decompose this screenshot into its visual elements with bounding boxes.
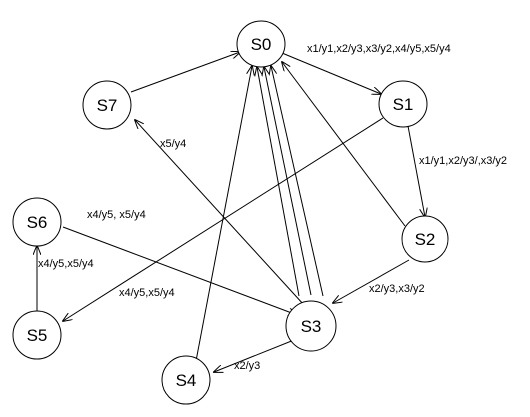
node-s3: S3: [285, 300, 337, 352]
edge-label-s6-s3: x4/y5, x5/y4: [87, 209, 146, 221]
edge-label-s1-s5: x4/y5,x5/y4: [119, 287, 175, 299]
edge-s3-s0-c: [271, 66, 324, 297]
nodes: S0 S1 S2 S3 S4 S5 S6 S7: [12, 20, 449, 405]
node-label-s2: S2: [415, 230, 436, 249]
edge-s2-s0: [282, 62, 406, 227]
node-label-s6: S6: [27, 213, 48, 232]
node-label-s7: S7: [97, 96, 118, 115]
edge-s0-s1: [281, 52, 381, 94]
edge-s3-s7: [135, 120, 305, 306]
node-label-s1: S1: [393, 95, 414, 114]
node-s1: S1: [378, 80, 428, 128]
edges: [37, 52, 425, 372]
edge-s2-s3: [333, 259, 410, 303]
edge-s1-s2: [407, 125, 425, 217]
edge-s3-s4: [214, 337, 300, 372]
edge-label-s0-s1: x1/y1,x2/y3,x3/y2,x4/y5,x5/y4: [307, 43, 451, 55]
edge-s3-s0-b: [264, 67, 312, 296]
edge-s4-s0: [195, 66, 252, 362]
node-s4: S4: [161, 355, 211, 405]
node-s5: S5: [12, 310, 62, 360]
edge-label-s1-s2: x1/y1,x2/y3/,x3/y2: [419, 155, 507, 167]
node-label-s3: S3: [301, 317, 322, 336]
edge-label-s5-s6: x4/y5,x5/y4: [38, 258, 94, 270]
node-s2: S2: [401, 215, 449, 263]
node-label-s4: S4: [176, 371, 197, 390]
edge-s6-s3: [62, 226, 297, 315]
edge-s3-s0-a: [257, 67, 300, 297]
edge-label-s2-s3: x2/y3,x3/y2: [369, 283, 425, 295]
edge-label-s3-s7: x5/y4: [160, 138, 186, 150]
node-s6: S6: [12, 197, 62, 247]
node-s0: S0: [236, 20, 286, 68]
edge-label-s3-s4: x2/y3: [234, 360, 260, 372]
node-label-s0: S0: [251, 35, 272, 54]
node-s7: S7: [82, 80, 132, 130]
node-label-s5: S5: [27, 326, 48, 345]
edge-s7-s0: [130, 52, 240, 93]
edge-labels: x1/y1,x2/y3,x3/y2,x4/y5,x5/y4 x1/y1,x2/y…: [38, 43, 507, 372]
